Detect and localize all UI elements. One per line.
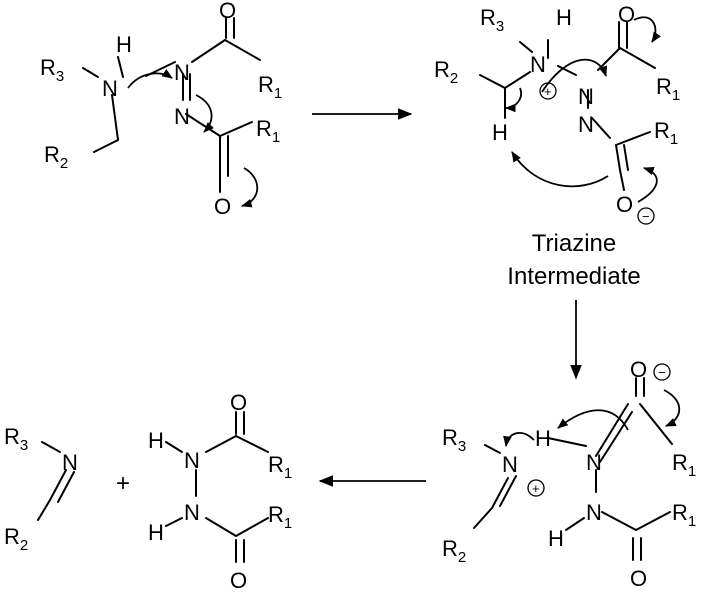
atom-n-iminium: N: [502, 452, 518, 477]
structure-iminium-hydrazide: R3 N + H R2 O − N R1 N H R1 O: [442, 357, 696, 591]
atom-o-carbonyl: O: [618, 2, 635, 27]
atom-r1-a: R1: [656, 74, 680, 104]
atom-r3: R3: [4, 424, 28, 454]
atom-r2: R2: [442, 536, 466, 566]
intermediate-label-line1: Triazine: [532, 230, 616, 257]
plus-sign: +: [116, 470, 130, 497]
atom-o-carbonyl-1: O: [219, 0, 236, 23]
negative-charge: −: [637, 207, 655, 225]
curly-arrow-carbonyl: [240, 167, 259, 208]
atom-r1-a: R1: [268, 452, 292, 482]
atom-o-enolate: O: [630, 357, 647, 382]
curly-arrow-h-n: [503, 432, 535, 448]
atom-n-amine: N: [102, 76, 118, 101]
curly-arrow-ch: [504, 87, 522, 113]
atom-r1-a: R1: [258, 72, 282, 102]
curly-arrow-to-h: [557, 409, 629, 431]
atom-n-amide: N: [586, 500, 602, 525]
atom-o-carbonyl: O: [630, 566, 647, 591]
atom-n-triazine-2: N: [578, 112, 594, 137]
atom-r1-b: R1: [672, 500, 696, 530]
atom-n-2: N: [184, 500, 200, 525]
svg-text:−: −: [658, 365, 666, 380]
atom-r2: R2: [4, 524, 28, 554]
curly-arrow-azo: [195, 94, 214, 133]
svg-text:+: +: [532, 481, 540, 496]
atom-n-imine: N: [62, 450, 78, 475]
svg-text:+: +: [544, 84, 552, 99]
atom-n-azo-2: N: [174, 104, 190, 129]
atom-r3: R3: [40, 55, 64, 85]
atom-o-2: O: [230, 568, 247, 593]
atom-o-enolate: O: [616, 192, 633, 217]
curly-arrow-deprotonation: [511, 151, 609, 188]
atom-r2: R2: [44, 142, 68, 172]
atom-h-alpha: H: [492, 120, 508, 145]
curly-arrow-n-to-n: [127, 69, 173, 89]
curly-arrow-n-n-bond: [541, 58, 608, 93]
curly-arrow-carbonyl: [633, 16, 661, 43]
atom-r3: R3: [442, 425, 466, 455]
negative-charge: −: [653, 363, 671, 381]
atom-n-ammonium: N: [530, 52, 546, 77]
atom-n-1: N: [184, 448, 200, 473]
atom-h-amide: H: [548, 526, 564, 551]
atom-r2: R2: [434, 57, 458, 87]
structure-hydrazide-product: H N O R1 H N R1 O: [148, 390, 292, 593]
atom-n-triazine-1: N: [578, 84, 594, 109]
atom-h-amine: H: [116, 32, 132, 57]
structure-imine-product: R3 N R2: [4, 424, 78, 554]
atom-h-1: H: [148, 428, 164, 453]
positive-charge: +: [527, 479, 545, 497]
atom-h-ammonium: H: [556, 5, 572, 30]
structure-starting-material: R3 N H R2 N N O R1 R1 O: [40, 0, 282, 219]
atom-r1-b: R1: [268, 502, 292, 532]
atom-r3: R3: [480, 5, 504, 35]
curly-arrow-enolate-reform: [663, 389, 681, 427]
atom-o-carbonyl-2: O: [214, 194, 231, 219]
intermediate-label-line2: Intermediate: [507, 263, 640, 290]
structure-triazine-intermediate: R2 R3 H N + N N O R1 R1 H O −: [434, 2, 680, 225]
curly-arrow-enolate: [637, 166, 658, 203]
atom-h-transfer: H: [535, 426, 551, 451]
svg-text:−: −: [642, 209, 650, 224]
atom-r1-a: R1: [672, 450, 696, 480]
atom-r1-b: R1: [654, 118, 678, 148]
atom-n-azo-1: N: [174, 60, 190, 85]
atom-o-1: O: [230, 390, 247, 415]
atom-n-hydrazone: N: [586, 450, 602, 475]
atom-r1-b: R1: [256, 116, 280, 146]
atom-h-2: H: [148, 520, 164, 545]
